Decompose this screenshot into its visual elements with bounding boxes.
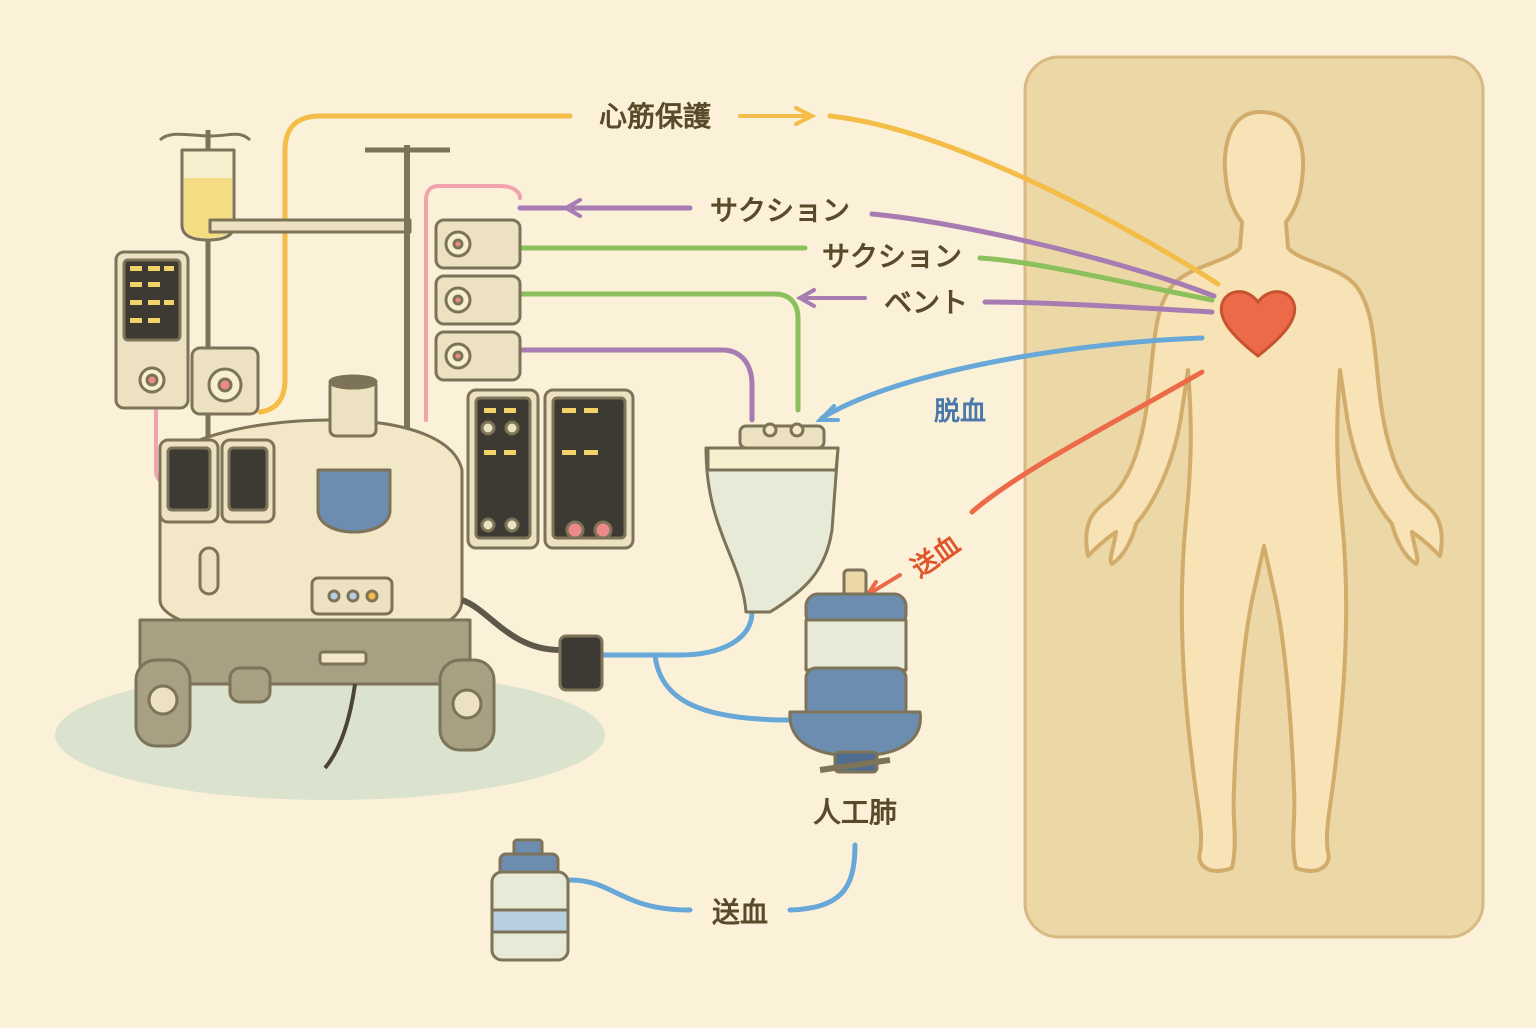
label-venous-drainage: 脱血 bbox=[934, 397, 986, 427]
label-suction-2: サクション bbox=[822, 240, 962, 273]
oxygenator-icon bbox=[788, 568, 922, 774]
reservoir-icon bbox=[704, 422, 840, 614]
roller-pumps bbox=[434, 218, 522, 382]
arterial-line bbox=[969, 369, 1205, 515]
vent-line bbox=[982, 299, 1215, 315]
cardioplegia-line bbox=[827, 113, 1221, 287]
bottle-icon bbox=[490, 838, 570, 962]
heart-lung-machine-icon bbox=[55, 130, 635, 800]
human-body-icon bbox=[1084, 110, 1444, 873]
label-vent: ベント bbox=[884, 286, 968, 319]
cardioplegia-line-machine bbox=[257, 113, 573, 415]
label-arterial-return-bottom: 送血 bbox=[712, 896, 768, 929]
suction-line-2 bbox=[977, 255, 1215, 303]
venous-line bbox=[819, 335, 1205, 421]
label-cardioplegia: 心筋保護 bbox=[599, 100, 712, 133]
label-oxygenator: 人工肺 bbox=[813, 796, 897, 829]
label-suction-1: サクション bbox=[710, 194, 850, 227]
circuit-lines bbox=[154, 106, 1221, 913]
heart-icon bbox=[1219, 290, 1297, 358]
label-arterial-return-patient: 送血 bbox=[906, 529, 966, 583]
suction-line-1 bbox=[869, 211, 1217, 299]
